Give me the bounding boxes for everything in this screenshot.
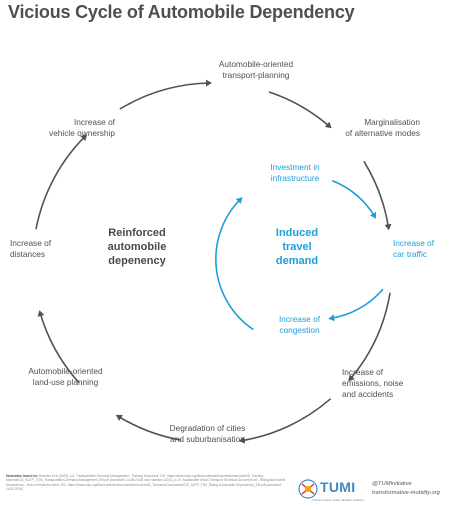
node-congestion: Increase of congestion — [278, 314, 321, 335]
arrow-i2-to-i1 — [215, 197, 254, 330]
arrow-n8-to-n1 — [119, 79, 212, 110]
arrow-n5-to-n6 — [115, 414, 182, 441]
node-emissions: Increase of emissions, noise and acciden… — [342, 367, 404, 399]
website-link[interactable]: transformative-mobility.org — [372, 490, 440, 496]
social-handle: @TUMInitiative — [372, 481, 412, 487]
page-title: Vicious Cycle of Automobile Dependency — [8, 2, 355, 22]
arrow-n1-to-n2 — [268, 91, 332, 129]
node-marginalisation: Marginalisation of alternative modes — [345, 117, 420, 138]
arrow-i1-to-n3 — [331, 180, 377, 219]
tumi-logo-subtitle: Transformative Urban Mobility Initiative — [312, 498, 364, 502]
center-induced-demand: Induced travel demand — [275, 227, 319, 267]
tumi-logo-text: TUMI — [320, 479, 356, 495]
arrow-n3-to-n4 — [348, 292, 391, 382]
arrow-n4-to-n5 — [238, 398, 331, 444]
source-text: Brandes et al (2009), p.6, Transportatio… — [6, 474, 286, 492]
center-reinforced-dependency: Reinforced automobile depenency — [107, 227, 167, 267]
source-label: Illustration based on: — [6, 474, 39, 478]
node-vehicle-ownership: Increase of vehicle ownership — [49, 117, 115, 138]
arrow-n3-to-i2 — [328, 288, 384, 322]
node-investment: Investment in infrastructure — [270, 162, 320, 183]
arrow-n6-to-n7 — [37, 310, 80, 384]
source-citation: Illustration based on: Brandes et al (20… — [6, 474, 296, 492]
node-transport-planning: Automobile-oriented transport-planning — [218, 59, 294, 80]
node-degradation: Degradation of cities and suburbanisatio… — [169, 423, 246, 444]
arrow-n7-to-n8 — [35, 134, 88, 230]
arrow-n2-to-n3 — [363, 161, 392, 231]
tumi-logo-icon — [298, 479, 318, 499]
node-land-use-planning: Automobile-oriented land-use planning — [28, 366, 103, 387]
node-car-traffic: Increase of car traffic — [393, 238, 435, 259]
node-distances: Increase of distances — [10, 238, 52, 259]
